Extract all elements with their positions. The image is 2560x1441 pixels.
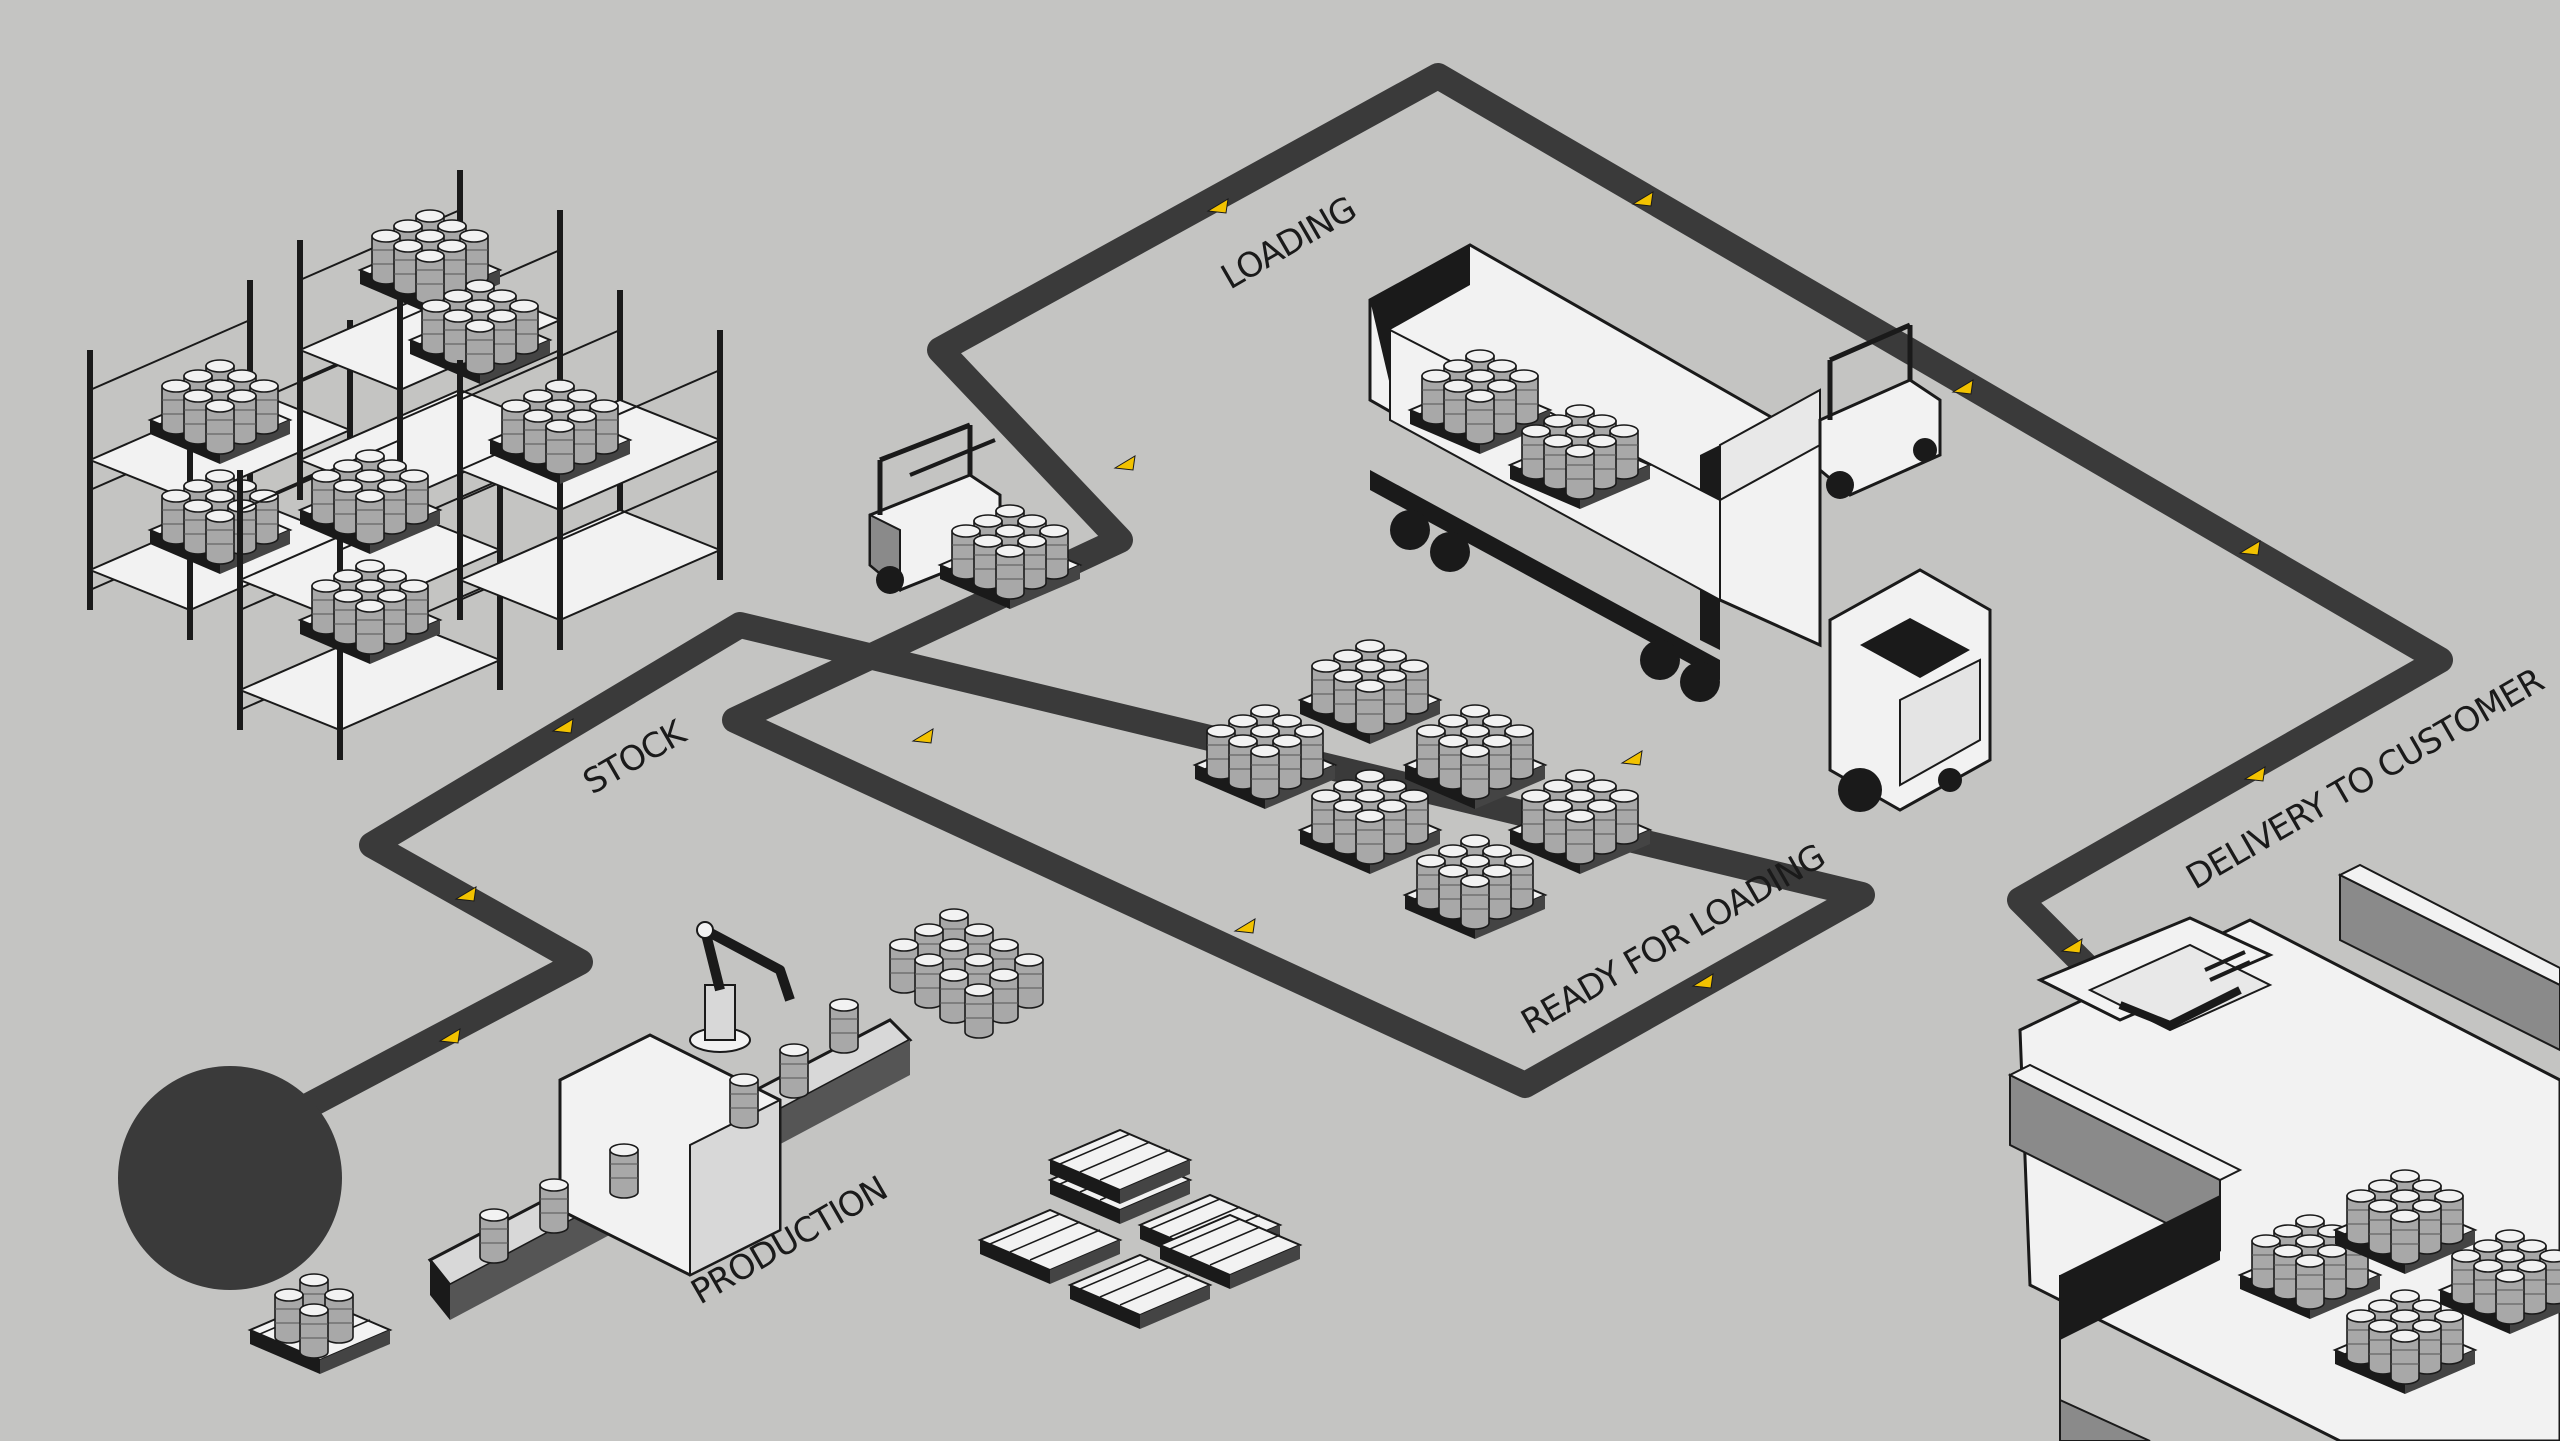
truck xyxy=(1368,243,1992,812)
customer-warehouse xyxy=(2007,863,2560,1441)
robot-arm xyxy=(689,921,795,1053)
production-line xyxy=(427,921,913,1320)
unloading-icon xyxy=(2087,943,2273,1032)
forklift-loading xyxy=(1818,322,1942,499)
track-paths xyxy=(212,63,2453,1163)
start-spot xyxy=(118,1066,342,1290)
forklift-stock xyxy=(868,422,1080,609)
track-production-stock xyxy=(212,63,2453,1163)
